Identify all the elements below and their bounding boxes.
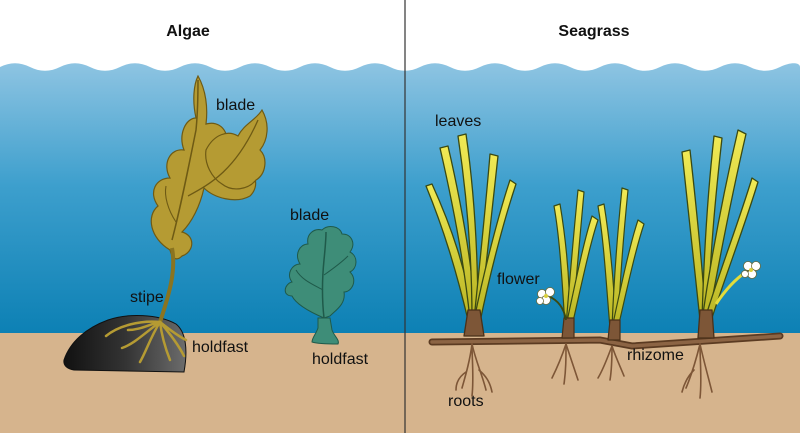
water (0, 63, 800, 335)
label-kelp-holdfast: holdfast (192, 339, 249, 356)
green-alga-holdfast (311, 317, 339, 345)
label-leaves: leaves (435, 113, 481, 130)
seagrass-panel-title: Seagrass (558, 23, 629, 40)
kelp-holdfast (104, 320, 188, 364)
seagrass-plant-1 (425, 133, 517, 337)
algae-panel-title: Algae (166, 23, 210, 40)
seagrass-plant-4 (681, 129, 759, 339)
seagrass-system (425, 129, 784, 399)
seagrass-plant-3 (597, 187, 645, 341)
kelp-blade-right (205, 108, 268, 190)
green-alga (284, 226, 357, 345)
label-green-alga-holdfast: holdfast (312, 351, 369, 368)
kelp-stipe (158, 247, 176, 323)
seagrass-flower (536, 287, 555, 305)
label-green-alga-blade: blade (290, 207, 329, 224)
label-rhizome: rhizome (627, 347, 684, 364)
label-kelp-blade: blade (216, 97, 255, 114)
kelp-blade (150, 74, 257, 260)
label-kelp-stipe: stipe (130, 289, 164, 306)
green-alga-blade (284, 226, 357, 319)
label-roots: roots (448, 393, 484, 410)
seagrass-plant-2 (553, 189, 599, 339)
kelp-plant (63, 74, 268, 373)
label-flower: flower (497, 271, 540, 288)
roots (455, 343, 713, 399)
seagrass-flower-2 (741, 261, 761, 279)
